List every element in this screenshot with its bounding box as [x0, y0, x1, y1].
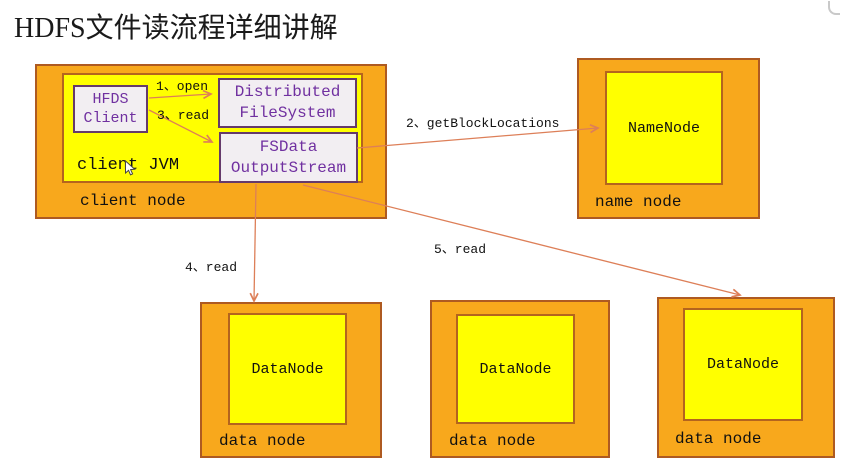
- datanode-inner-box-3: DataNode: [683, 308, 803, 421]
- arrow-label-read-3: 3、read: [157, 108, 210, 123]
- distributed-filesystem-line1: Distributed: [234, 83, 341, 102]
- fsdata-outputstream-box: FSData OutputStream: [219, 132, 358, 183]
- datanode-inner-box-2: DataNode: [456, 314, 575, 424]
- data-node-box-3: DataNode data node: [657, 297, 835, 458]
- datanode-label-3: DataNode: [706, 356, 779, 373]
- namenode-inner-box: NameNode: [605, 71, 723, 185]
- page-title: HDFS文件读流程详细讲解: [14, 13, 338, 44]
- datanode-label-2: DataNode: [479, 360, 552, 378]
- arrow-2-getblocklocations: [356, 128, 598, 149]
- namenode-label: NameNode: [627, 119, 700, 137]
- arrow-label-getblocklocations: 2、getBlockLocations: [406, 116, 560, 131]
- client-node-label: client node: [80, 192, 186, 210]
- data-node-label-2: data node: [449, 432, 536, 450]
- client-node-box: client JVM HFDS Client Distributed FileS…: [35, 64, 387, 219]
- corner-toolbar-icon: [828, 1, 841, 15]
- hdfs-client-line2: Client: [83, 110, 138, 127]
- datanode-label-1: DataNode: [251, 360, 324, 378]
- data-node-box-1: DataNode data node: [200, 302, 382, 458]
- hdfs-client-line1: HFDS: [92, 90, 129, 108]
- hdfs-client-box: HFDS Client: [73, 85, 148, 133]
- data-node-label-3: data node: [675, 430, 762, 448]
- data-node-box-2: DataNode data node: [430, 300, 610, 458]
- fsdata-outputstream-line1: FSData: [259, 137, 318, 156]
- arrow-label-open: 1、open: [156, 79, 209, 94]
- arrow-label-read-5: 5、read: [434, 242, 487, 257]
- distributed-filesystem-box: Distributed FileSystem: [218, 78, 357, 128]
- name-node-box: NameNode name node: [577, 58, 760, 219]
- arrow-label-read-4: 4、read: [185, 260, 238, 275]
- distributed-filesystem-line2: FileSystem: [239, 104, 336, 122]
- mouse-cursor-icon: [125, 160, 136, 176]
- fsdata-outputstream-line2: OutputStream: [230, 158, 347, 177]
- data-node-label-1: data node: [219, 432, 306, 450]
- name-node-label: name node: [595, 193, 682, 211]
- datanode-inner-box-1: DataNode: [228, 313, 347, 425]
- corner-icon-arc: [828, 1, 840, 15]
